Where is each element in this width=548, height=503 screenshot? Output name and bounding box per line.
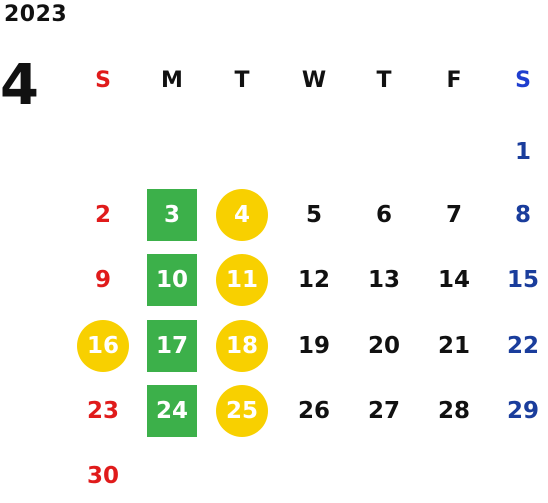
- day-cell[interactable]: 19: [297, 333, 330, 359]
- day-cell[interactable]: 24: [155, 398, 188, 424]
- day-cell[interactable]: 18: [225, 333, 258, 359]
- day-cell[interactable]: 29: [506, 398, 539, 424]
- weekday-monday: M: [161, 68, 183, 93]
- day-cell[interactable]: 28: [437, 398, 470, 424]
- day-cell[interactable]: 12: [297, 267, 330, 293]
- weekday-sunday: S: [95, 68, 111, 93]
- day-cell[interactable]: 23: [86, 398, 119, 424]
- day-cell[interactable]: 30: [86, 463, 119, 489]
- day-cell[interactable]: 15: [506, 267, 539, 293]
- day-circle-highlight: [216, 385, 268, 437]
- day-cell[interactable]: 16: [86, 333, 119, 359]
- day-cell[interactable]: 1: [514, 139, 531, 165]
- day-circle-highlight: [216, 189, 268, 241]
- day-cell[interactable]: 13: [367, 267, 400, 293]
- day-cell[interactable]: 3: [163, 202, 180, 228]
- day-cell[interactable]: 20: [367, 333, 400, 359]
- day-cell[interactable]: 26: [297, 398, 330, 424]
- day-cell[interactable]: 8: [514, 202, 531, 228]
- day-cell[interactable]: 14: [437, 267, 470, 293]
- day-cell[interactable]: 21: [437, 333, 470, 359]
- day-cell[interactable]: 6: [375, 202, 392, 228]
- day-square-highlight: [147, 385, 197, 437]
- day-circle-highlight: [77, 320, 129, 372]
- day-cell[interactable]: 25: [225, 398, 258, 424]
- weekday-saturday: S: [515, 68, 531, 93]
- day-cell[interactable]: 17: [155, 333, 188, 359]
- day-square-highlight: [147, 254, 197, 306]
- weekday-friday: F: [446, 68, 462, 93]
- day-cell[interactable]: 27: [367, 398, 400, 424]
- weekday-wednesday: W: [301, 68, 327, 93]
- day-cell[interactable]: 10: [155, 267, 188, 293]
- day-cell[interactable]: 5: [305, 202, 322, 228]
- day-cell[interactable]: 7: [445, 202, 462, 228]
- day-square-highlight: [147, 320, 197, 372]
- day-circle-highlight: [216, 254, 268, 306]
- day-cell[interactable]: 9: [94, 267, 111, 293]
- month-number: 4: [0, 53, 39, 118]
- weekday-tuesday: T: [234, 68, 250, 93]
- day-cell[interactable]: 22: [506, 333, 539, 359]
- day-cell[interactable]: 4: [233, 202, 250, 228]
- day-square-highlight: [147, 189, 197, 241]
- day-cell[interactable]: 2: [94, 202, 111, 228]
- day-cell[interactable]: 11: [225, 267, 258, 293]
- day-circle-highlight: [216, 320, 268, 372]
- weekday-thursday: T: [376, 68, 392, 93]
- year-label: 2023: [4, 2, 68, 27]
